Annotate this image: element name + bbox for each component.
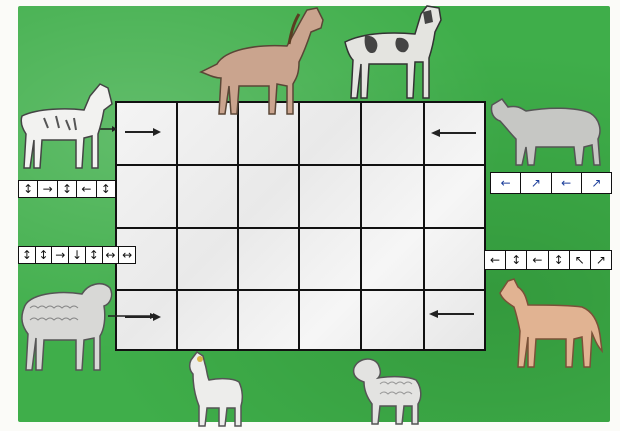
direction-card[interactable]: ↗ — [591, 251, 611, 269]
direction-card[interactable]: ↖ — [570, 251, 591, 269]
direction-card[interactable]: → — [38, 181, 57, 197]
direction-card[interactable]: ↕ — [58, 181, 77, 197]
direction-card[interactable]: ↕ — [19, 181, 38, 197]
horse-piece[interactable] — [195, 2, 330, 120]
arrow-left-icon — [428, 126, 478, 140]
direction-card[interactable]: ↗ — [521, 173, 551, 193]
grid-column-line — [423, 103, 425, 349]
cow-piece[interactable] — [335, 2, 445, 102]
direction-card[interactable]: ← — [552, 173, 582, 193]
direction-card-strip: ↕ → ↕ ← ↕ — [18, 180, 116, 198]
direction-card[interactable]: ↕ — [86, 247, 103, 263]
direction-card[interactable]: ↓ — [69, 247, 86, 263]
sheep-piece[interactable] — [350, 354, 424, 426]
direction-card-strip: ↕ ↕ → ↓ ↕ ↔ ↔ — [18, 246, 136, 264]
goat-piece[interactable] — [18, 82, 113, 172]
horse-piece[interactable] — [496, 275, 604, 371]
grid-column-line — [176, 103, 178, 349]
cow-piece[interactable] — [488, 95, 606, 167]
direction-card[interactable]: ↔ — [119, 247, 135, 263]
direction-card[interactable]: ← — [491, 173, 521, 193]
goat-piece[interactable] — [183, 350, 247, 428]
direction-card[interactable]: ↕ — [506, 251, 527, 269]
direction-card-strip: ← ↗ ← ↗ — [490, 172, 612, 194]
direction-card-strip: ← ↕ ← ↕ ↖ ↗ — [484, 250, 612, 270]
direction-card[interactable]: → — [52, 247, 69, 263]
arrow-right-icon — [123, 125, 163, 139]
direction-card[interactable]: ↕ — [36, 247, 53, 263]
direction-card[interactable]: ↕ — [549, 251, 570, 269]
grid-row-line — [117, 164, 484, 166]
direction-card[interactable]: ← — [77, 181, 96, 197]
direction-card[interactable]: ↕ — [19, 247, 36, 263]
grid-column-line — [298, 103, 300, 349]
arrow-left-icon — [426, 307, 476, 321]
direction-card[interactable]: ↕ — [97, 181, 115, 197]
grid-column-line — [360, 103, 362, 349]
grid-row-line — [117, 289, 484, 291]
sheep-piece[interactable] — [18, 278, 116, 374]
direction-card[interactable]: ← — [527, 251, 548, 269]
grid-row-line — [117, 227, 484, 229]
direction-card[interactable]: ← — [485, 251, 506, 269]
direction-card[interactable]: ↔ — [103, 247, 120, 263]
direction-card[interactable]: ↗ — [582, 173, 611, 193]
grid-column-line — [237, 103, 239, 349]
